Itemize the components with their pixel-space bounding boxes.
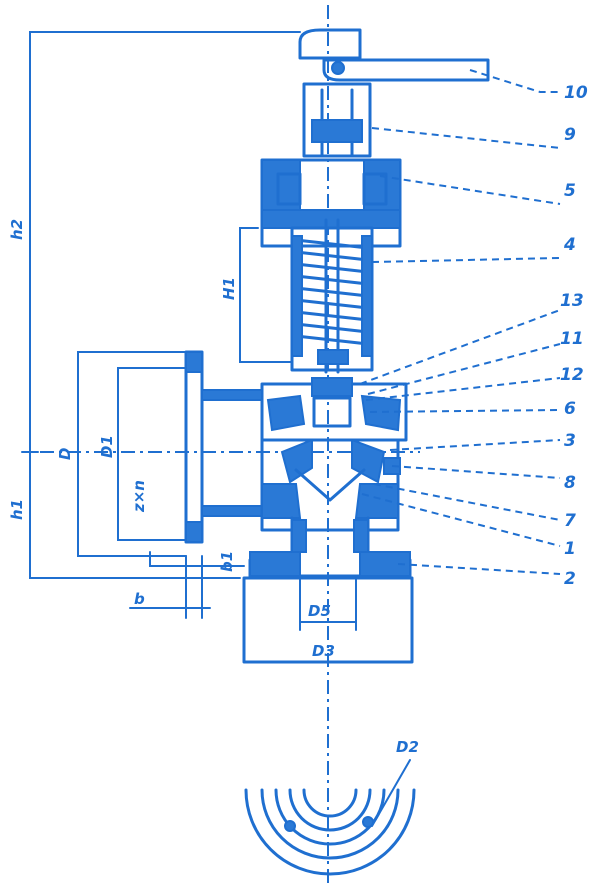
callout-3: 3 (564, 431, 576, 451)
callout-7: 7 (564, 511, 576, 531)
callout-8: 8 (564, 473, 576, 493)
callout-13: 13 (560, 291, 584, 311)
bolts-label: z×n (130, 480, 148, 513)
D3-label: D3 (312, 642, 335, 660)
lever-head (298, 28, 362, 60)
outlet-wall-right (353, 519, 369, 553)
guide-left-hatch (266, 394, 306, 432)
outlet-flange-left (249, 551, 301, 577)
guide-bore (312, 396, 352, 428)
lever-arm (322, 58, 490, 82)
guide-cap (311, 377, 353, 397)
outlet-flange-right (359, 551, 411, 577)
stem-nut (311, 119, 363, 143)
inlet-flange-top (185, 351, 203, 373)
callout-2: 2 (564, 569, 576, 589)
stem-cap (302, 82, 372, 158)
H1-label: H1 (220, 277, 238, 300)
callout-9: 9 (564, 125, 576, 145)
bottom-flange-view (244, 759, 416, 876)
callout-4: 4 (563, 235, 576, 255)
b1-dimension (149, 551, 245, 567)
h1-label: h1 (8, 499, 26, 520)
callout-12: 12 (560, 365, 584, 385)
D5-dimension (299, 577, 357, 631)
inlet-flange (184, 350, 204, 544)
bonnet-right-pocket (362, 172, 388, 206)
inlet-pipe-top-wall (201, 389, 263, 401)
callout-10: 10 (564, 83, 588, 103)
D5-label: D5 (308, 602, 331, 620)
inlet-pipe-bottom-wall (201, 505, 263, 517)
spring-coils (291, 235, 373, 357)
callout-11: 11 (560, 329, 584, 349)
disc-left (280, 438, 313, 484)
leader-lines (359, 69, 561, 575)
D3-outline (242, 576, 414, 664)
callout-6: 6 (564, 399, 576, 419)
outlet-wall-left (291, 519, 307, 553)
D1-dimension (117, 367, 187, 541)
D1-label: D1 (98, 435, 116, 458)
h2-label: h2 (8, 219, 26, 240)
spring-housing (290, 226, 374, 372)
D-dimension (77, 351, 187, 557)
body-left-hatch (261, 483, 302, 519)
lever-pin (331, 61, 345, 75)
inlet-flange-bottom (185, 521, 203, 543)
callout-1: 1 (564, 539, 576, 559)
guide-right-hatch (360, 394, 402, 432)
b1-label: b1 (218, 551, 236, 572)
bonnet-left-wall (261, 159, 301, 211)
D-label: D (56, 448, 74, 460)
guide-block (260, 382, 408, 442)
bonnet-flange (261, 209, 401, 229)
body-right-hatch (354, 483, 399, 519)
b-label: b (134, 590, 145, 608)
bonnet-left-pocket (276, 172, 302, 206)
callout-5: 5 (564, 181, 576, 201)
disc-right (351, 438, 386, 484)
D2-label: D2 (396, 738, 419, 756)
disc-cone (294, 468, 366, 502)
h2-dimension-frame (29, 31, 301, 579)
H1-dimension (239, 227, 293, 363)
spring-seat (317, 349, 349, 365)
